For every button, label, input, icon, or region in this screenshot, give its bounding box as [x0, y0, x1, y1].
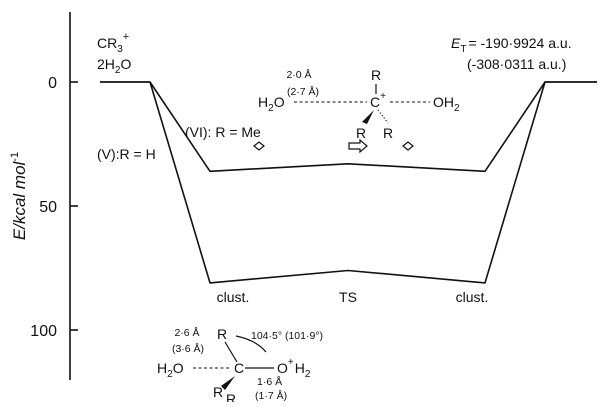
- ts-bottom-left-r: R: [356, 125, 366, 141]
- step-arrow-center: [348, 138, 368, 154]
- ts-bottom-right-r: R: [383, 125, 393, 141]
- ts-top-r: R: [371, 67, 381, 83]
- y-tick-label-0: 0: [48, 75, 57, 92]
- y-tick-label-50: 50: [39, 199, 57, 216]
- cluster-co-distance-alt: (1·7 Å): [255, 389, 287, 402]
- cluster-distance: 2·6 Å: [174, 326, 199, 339]
- ts-distance-alt: (2·7 Å): [287, 85, 319, 98]
- y-tick-label-100: 100: [30, 323, 57, 340]
- ts-center-carbon: C+: [370, 91, 386, 110]
- ts-left-water: H2O: [258, 94, 285, 114]
- ts-distance: 2·0 Å: [286, 68, 311, 81]
- y-axis-label-text: E/kcal mol: [10, 160, 29, 240]
- step-arrow-left: [253, 141, 265, 151]
- step-arrow-right: [402, 141, 414, 151]
- curve-r-h: [100, 81, 597, 284]
- y-axis-label-exponent: -1: [9, 152, 21, 162]
- ts-hash-bond: [377, 109, 389, 124]
- cluster-center-carbon: C: [234, 360, 244, 376]
- svg-text:E/kcal mol-1: E/kcal mol-1: [9, 152, 29, 240]
- cluster-angle: 104·5° (101·9°): [251, 330, 323, 342]
- ts-structure: 2·0 Å (2·7 Å) R H2O C+ OH2 R R: [258, 67, 460, 141]
- reactant-label-1: CR3+: [97, 31, 129, 55]
- point-label-ts: TS: [339, 289, 357, 305]
- total-energy-value-2: (-308·0311 a.u.): [467, 56, 566, 72]
- cluster-co-distance: 1·6 Å: [257, 375, 282, 388]
- total-energy-label: ET= -190·9924 a.u.: [451, 35, 572, 55]
- cluster-distance-alt: (3·6 Å): [172, 342, 204, 355]
- cluster-top-r: R: [217, 326, 227, 342]
- reactant-label-2: 2H2O: [97, 56, 131, 76]
- point-label-cluster-right: clust.: [456, 289, 489, 305]
- cluster-left-water: H2O: [157, 360, 184, 380]
- cluster-angle-arc: [235, 335, 267, 353]
- ts-right-water: OH2: [433, 94, 460, 114]
- y-axis-label: E/kcal mol-1: [9, 152, 29, 240]
- cluster-bottom-left-r: R: [213, 384, 223, 400]
- point-label-cluster-left: clust.: [217, 289, 250, 305]
- series-label-r-h: (V):R = H: [97, 146, 156, 162]
- cluster-top-bond: [224, 341, 238, 363]
- cluster-right-oxonium: O+H2: [277, 357, 311, 380]
- cluster-bottom-r: R: [226, 391, 236, 402]
- series-label-r-me: (VI): R = Me: [185, 124, 261, 140]
- cluster-wedge-bond: [221, 376, 235, 390]
- ts-wedge-bond: [362, 110, 374, 124]
- cluster-structure: 2·6 Å (3·6 Å) R 104·5° (101·9°) H2O C O+…: [157, 326, 323, 407]
- curve-r-me: [100, 81, 597, 173]
